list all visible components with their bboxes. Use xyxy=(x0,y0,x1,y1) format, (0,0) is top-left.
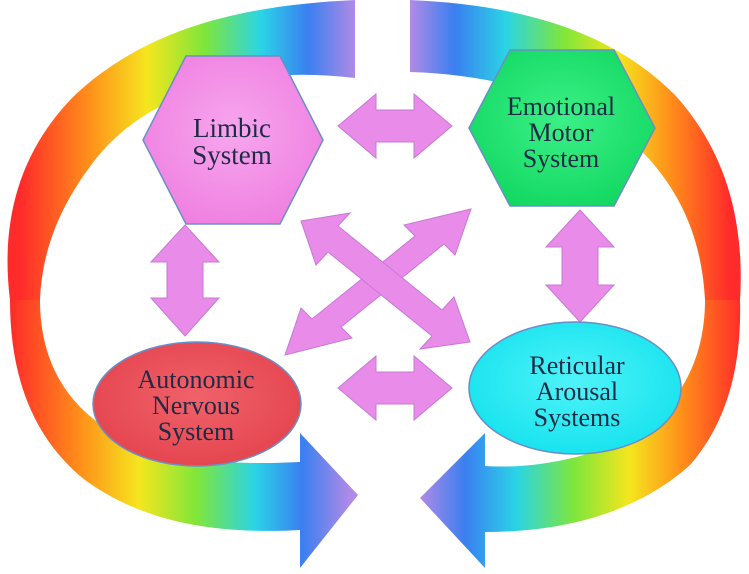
arrow-emotional-reticular xyxy=(544,209,616,323)
rainbow-arrow-bottom-right xyxy=(420,300,741,568)
emotional-motor-system-label: Emotional Motor System xyxy=(507,94,615,172)
reticular-label-line-1: Reticular xyxy=(529,351,625,380)
rainbow-band-top-right xyxy=(410,0,741,300)
autonomic-nervous-system-ellipse xyxy=(92,341,302,467)
limbic-system-hexagon xyxy=(142,55,324,225)
limbic-system-label: Limbic System xyxy=(192,115,272,169)
emotional-label-line-2: Motor xyxy=(528,118,594,147)
arrow-limbic-autonomic xyxy=(149,224,221,337)
autonomic-label-line-3: System xyxy=(157,417,235,446)
autonomic-label-line-1: Autonomic xyxy=(137,365,255,394)
emotional-motor-system-hexagon xyxy=(468,49,656,207)
autonomic-label-line-2: Nervous xyxy=(151,391,241,420)
arrow-limbic-emotional xyxy=(337,92,453,160)
reticular-label-line-2: Arousal xyxy=(535,377,619,406)
limbic-label-line-2: System xyxy=(192,140,272,170)
emotional-label-line-1: Emotional xyxy=(506,92,616,121)
limbic-label-line-1: Limbic xyxy=(193,113,271,143)
reticular-label-line-3: Systems xyxy=(533,403,621,432)
rainbow-arrow-bottom-left xyxy=(10,300,358,568)
reticular-arousal-systems-label: Reticular Arousal Systems xyxy=(529,353,624,431)
autonomic-nervous-system-label: Autonomic Nervous System xyxy=(138,367,255,445)
emotional-label-line-3: System xyxy=(522,144,600,173)
arrow-diagonal-limbic-reticular xyxy=(300,212,471,350)
reticular-arousal-systems-ellipse xyxy=(468,321,682,455)
arrow-autonomic-reticular xyxy=(337,354,453,422)
